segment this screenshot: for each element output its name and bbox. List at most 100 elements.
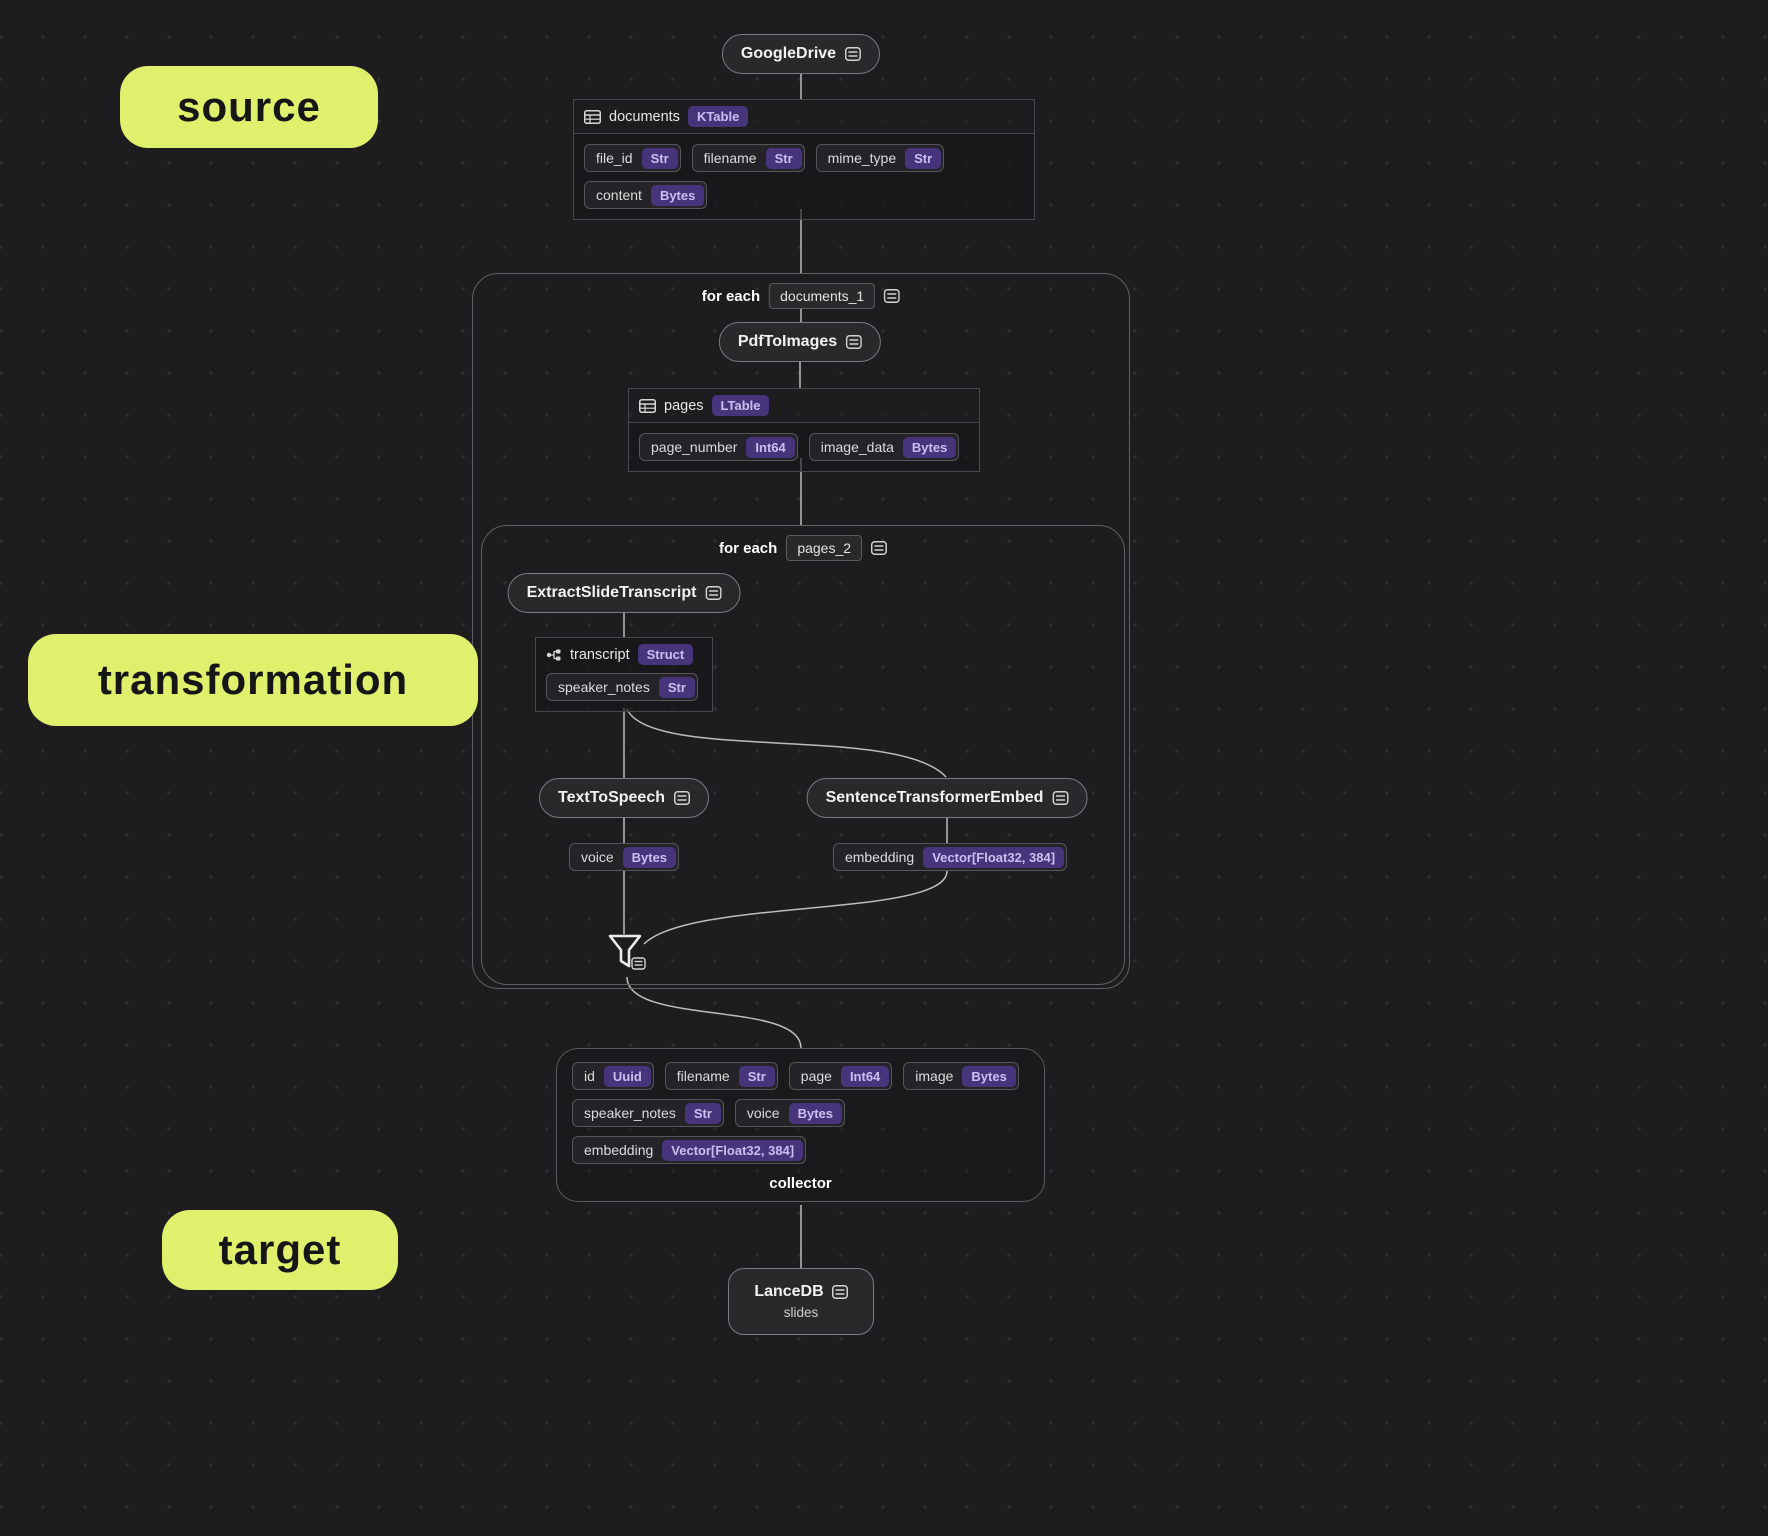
node-extract-slide-transcript[interactable]: ExtractSlideTranscript — [507, 573, 741, 613]
details-icon — [673, 791, 690, 805]
type-badge: Uuid — [603, 1065, 651, 1087]
field-name: filename — [676, 1068, 730, 1084]
table-pages: pages LTable page_number Int64 image_data… — [628, 388, 980, 472]
field-name: mime_type — [827, 150, 897, 166]
type-badge: Str — [658, 676, 695, 698]
struct-transcript-header[interactable]: transcript Struct — [536, 638, 712, 667]
type-badge: Bytes — [962, 1065, 1016, 1087]
table-documents-fields: file_id Str filename Str mime_type Str cont… — [574, 134, 1034, 219]
details-icon[interactable] — [884, 289, 901, 303]
field-name: content — [596, 187, 642, 203]
node-title: SentenceTransformerEmbed — [825, 789, 1044, 806]
field-file-id[interactable]: file_id Str — [584, 144, 681, 172]
type-badge: Int64 — [840, 1065, 890, 1087]
field-name: page — [800, 1068, 832, 1084]
details-icon — [705, 586, 722, 600]
field-name: file_id — [596, 150, 633, 166]
field-name: voice — [746, 1105, 780, 1121]
field-name: voice — [580, 849, 614, 865]
type-badge: Bytes — [622, 846, 677, 868]
details-icon — [1052, 791, 1069, 805]
foreach-documents-container: for each documents_1 — [472, 273, 1130, 989]
node-title: TextToSpeech — [558, 789, 665, 806]
type-badge: Str — [738, 1065, 775, 1087]
type-badge: Vector[Float32, 384] — [662, 1139, 804, 1161]
type-badge: Vector[Float32, 384] — [923, 846, 1065, 868]
details-icon[interactable] — [871, 541, 888, 555]
funnel-icon — [608, 934, 646, 970]
field-page[interactable]: page Int64 — [788, 1062, 893, 1090]
table-icon — [639, 398, 656, 413]
details-icon — [846, 335, 863, 349]
table-name: pages — [664, 397, 704, 414]
field-content[interactable]: content Bytes — [584, 181, 708, 209]
node-lance-db[interactable]: LanceDB slides — [728, 1268, 874, 1335]
table-pages-fields: page_number Int64 image_data Bytes — [629, 423, 979, 471]
node-text-to-speech[interactable]: TextToSpeech — [539, 778, 709, 818]
foreach-keyword: for each — [718, 539, 778, 557]
field-name: speaker_notes — [558, 679, 650, 695]
field-name: speaker_notes — [584, 1105, 676, 1121]
node-subtitle: slides — [783, 1305, 819, 1320]
label-target: target — [162, 1210, 398, 1290]
field-name: image_data — [820, 439, 894, 455]
label-source: source — [120, 66, 378, 148]
type-badge: Str — [765, 147, 802, 169]
field-name: filename — [703, 150, 757, 166]
collector-label: collector — [769, 1175, 832, 1192]
field-filename[interactable]: filename Str — [664, 1062, 778, 1090]
type-badge: Str — [905, 147, 942, 169]
struct-transcript: transcript Struct speaker_notes Str — [535, 637, 713, 712]
output-voice[interactable]: voice Bytes — [568, 843, 680, 871]
type-badge: Int64 — [746, 436, 795, 458]
table-name: documents — [609, 108, 680, 125]
table-icon — [584, 109, 601, 124]
type-badge: Str — [684, 1102, 721, 1124]
type-badge: Bytes — [788, 1102, 843, 1124]
field-page-number[interactable]: page_number Int64 — [639, 433, 798, 461]
field-embedding[interactable]: embedding Vector[Float32, 384] — [572, 1136, 807, 1164]
struct-transcript-fields: speaker_notes Str — [536, 667, 712, 711]
struct-icon — [546, 649, 561, 660]
foreach-keyword: for each — [701, 287, 761, 305]
foreach-var-documents-1[interactable]: documents_1 — [769, 283, 876, 309]
node-title: PdfToImages — [737, 333, 838, 350]
field-id[interactable]: id Uuid — [572, 1062, 654, 1090]
field-image-data[interactable]: image_data Bytes — [808, 433, 960, 461]
foreach-pages-label: for each pages_2 — [718, 535, 888, 561]
field-name: image — [915, 1068, 954, 1084]
field-name: id — [584, 1068, 595, 1084]
field-image[interactable]: image Bytes — [903, 1062, 1019, 1090]
node-title: ExtractSlideTranscript — [526, 584, 697, 601]
struct-kind-badge: Struct — [637, 644, 694, 665]
field-speaker-notes[interactable]: speaker_notes Str — [546, 673, 698, 701]
field-speaker-notes[interactable]: speaker_notes Str — [572, 1099, 724, 1127]
node-title: LanceDB — [754, 1283, 824, 1300]
foreach-var-pages-2[interactable]: pages_2 — [786, 535, 863, 561]
field-name: embedding — [584, 1142, 654, 1158]
field-filename[interactable]: filename Str — [691, 144, 805, 172]
table-pages-header[interactable]: pages LTable — [629, 389, 979, 423]
type-badge: Bytes — [650, 184, 705, 206]
field-mime-type[interactable]: mime_type Str — [815, 144, 945, 172]
label-transformation: transformation — [28, 634, 478, 726]
node-google-drive[interactable]: GoogleDrive — [721, 34, 881, 74]
node-pdf-to-images[interactable]: PdfToImages — [718, 322, 882, 362]
table-documents-header[interactable]: documents KTable — [574, 100, 1034, 134]
field-name: embedding — [844, 849, 915, 865]
output-embedding[interactable]: embedding Vector[Float32, 384] — [832, 843, 1068, 871]
table-kind-badge: LTable — [711, 395, 770, 416]
node-sentence-transformer-embed[interactable]: SentenceTransformerEmbed — [806, 778, 1088, 818]
struct-name: transcript — [570, 646, 630, 663]
collect-funnel[interactable] — [603, 929, 651, 977]
field-name: page_number — [651, 439, 738, 455]
field-voice[interactable]: voice Bytes — [734, 1099, 846, 1127]
node-title: GoogleDrive — [740, 45, 837, 62]
foreach-documents-label: for each documents_1 — [701, 283, 901, 309]
foreach-pages-container: for each pages_2 — [481, 525, 1125, 985]
type-badge: Str — [641, 147, 678, 169]
type-badge: Bytes — [902, 436, 957, 458]
